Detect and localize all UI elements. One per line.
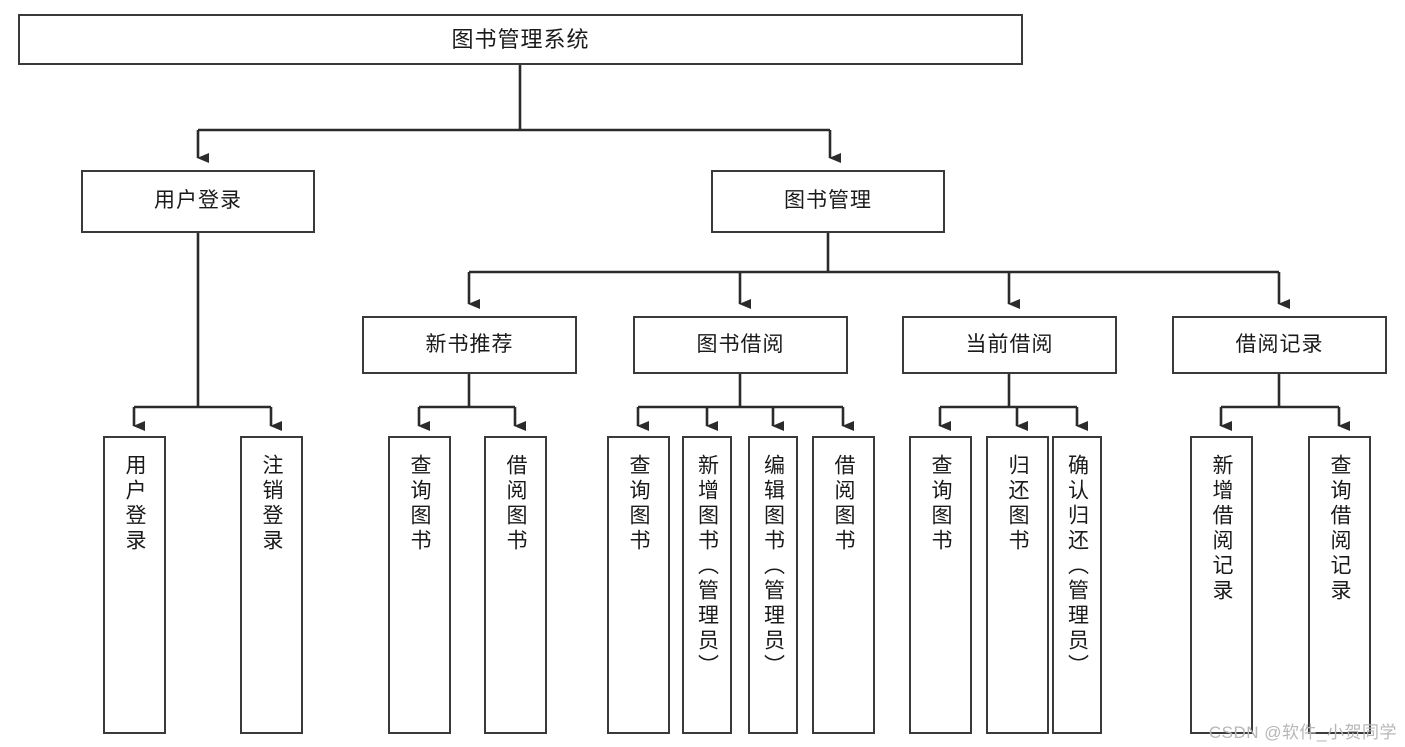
node-new-book-recommend[interactable]: 新书推荐 (362, 316, 577, 374)
node-leaf-confirm-return[interactable]: 确认归还（管理员） (1052, 436, 1102, 734)
node-user-login[interactable]: 用户登录 (81, 170, 315, 233)
node-leaf-edit-book-label: 编辑图书（管理员） (761, 454, 785, 679)
node-current-borrow-label: 当前借阅 (965, 332, 1054, 356)
node-leaf-return-book[interactable]: 归还图书 (986, 436, 1049, 734)
node-root[interactable]: 图书管理系统 (18, 14, 1023, 65)
node-leaf-logout-label: 注销登录 (260, 454, 283, 554)
node-leaf-query-book-2[interactable]: 查询图书 (607, 436, 670, 734)
node-root-label: 图书管理系统 (451, 26, 590, 52)
node-leaf-query-book-1-label: 查询图书 (408, 454, 431, 554)
node-borrow-record[interactable]: 借阅记录 (1172, 316, 1387, 374)
node-leaf-query-book-3[interactable]: 查询图书 (909, 436, 972, 734)
node-book-manage[interactable]: 图书管理 (711, 170, 945, 233)
node-leaf-return-book-label: 归还图书 (1006, 454, 1029, 554)
node-book-borrow-label: 图书借阅 (696, 332, 785, 356)
node-leaf-add-record[interactable]: 新增借阅记录 (1190, 436, 1253, 734)
node-leaf-add-book[interactable]: 新增图书（管理员） (682, 436, 732, 734)
node-borrow-record-label: 借阅记录 (1235, 332, 1324, 356)
node-leaf-query-book-2-label: 查询图书 (627, 454, 650, 554)
node-current-borrow[interactable]: 当前借阅 (902, 316, 1117, 374)
node-leaf-borrow-book-1[interactable]: 借阅图书 (484, 436, 547, 734)
node-book-manage-label: 图书管理 (784, 189, 872, 213)
node-leaf-user-login[interactable]: 用户登录 (103, 436, 166, 734)
node-leaf-logout[interactable]: 注销登录 (240, 436, 303, 734)
node-leaf-borrow-book-2-label: 借阅图书 (832, 454, 855, 554)
node-leaf-borrow-book-1-label: 借阅图书 (504, 454, 527, 554)
node-leaf-borrow-book-2[interactable]: 借阅图书 (812, 436, 875, 734)
node-leaf-edit-book[interactable]: 编辑图书（管理员） (748, 436, 798, 734)
node-leaf-add-book-label: 新增图书（管理员） (695, 454, 719, 679)
node-leaf-query-record-label: 查询借阅记录 (1328, 454, 1351, 604)
node-new-book-recommend-label: 新书推荐 (425, 332, 514, 356)
node-user-login-label: 用户登录 (154, 189, 242, 213)
node-leaf-query-record[interactable]: 查询借阅记录 (1308, 436, 1371, 734)
node-book-borrow[interactable]: 图书借阅 (633, 316, 848, 374)
node-leaf-query-book-3-label: 查询图书 (929, 454, 952, 554)
node-leaf-query-book-1[interactable]: 查询图书 (388, 436, 451, 734)
node-leaf-user-login-label: 用户登录 (123, 454, 146, 554)
node-leaf-confirm-return-label: 确认归还（管理员） (1065, 454, 1089, 679)
watermark-text: CSDN @软件_小贺同学 (1208, 723, 1397, 742)
node-leaf-add-record-label: 新增借阅记录 (1210, 454, 1233, 604)
